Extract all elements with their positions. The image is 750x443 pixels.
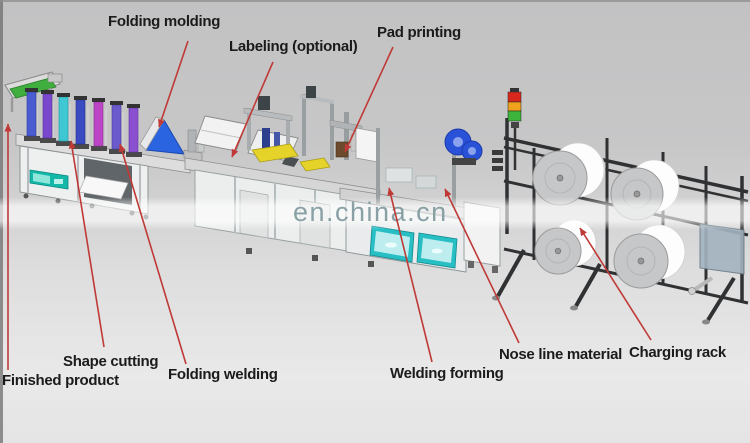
control-display	[29, 169, 69, 190]
label-shape-cutting: Shape cutting	[63, 353, 159, 370]
watermark-band	[0, 197, 750, 230]
label-nose-line-material: Nose line material	[499, 346, 622, 363]
pad-printing-station	[329, 112, 379, 163]
label-welding-forming: Welding forming	[390, 365, 504, 382]
leader-labeling-optional	[231, 61, 274, 158]
label-pad-printing: Pad printing	[377, 24, 461, 41]
material-roll-upper-left	[532, 142, 606, 206]
leader-welding-forming	[387, 187, 433, 363]
leader-folding-welding	[118, 143, 187, 365]
charging-rack-graphic	[492, 88, 749, 325]
leader-charging-rack	[579, 227, 652, 341]
label-labeling-optional: Labeling (optional)	[229, 38, 358, 55]
watermark-text: en.china.cn	[293, 197, 448, 227]
label-folding-molding: Folding molding	[108, 13, 221, 30]
nose-wire-reels	[444, 128, 483, 165]
leader-shape-cutting	[68, 140, 105, 348]
stamping-units	[24, 88, 142, 157]
label-finished-product: Finished product	[2, 372, 119, 389]
signal-tower-icon	[507, 88, 522, 170]
label-charging-rack: Charging rack	[629, 344, 726, 361]
leader-pad-printing	[344, 46, 394, 153]
finished-product-conveyor-graphic	[4, 71, 63, 112]
labeling-station	[243, 96, 331, 172]
leader-folding-molding	[158, 40, 189, 128]
top-edge-border	[0, 0, 750, 2]
label-folding-welding: Folding welding	[168, 366, 278, 383]
rack-side-panel	[699, 223, 745, 275]
welding-window-right	[416, 232, 458, 269]
leader-nose-line-material	[444, 188, 520, 344]
leader-lines	[4, 40, 652, 370]
